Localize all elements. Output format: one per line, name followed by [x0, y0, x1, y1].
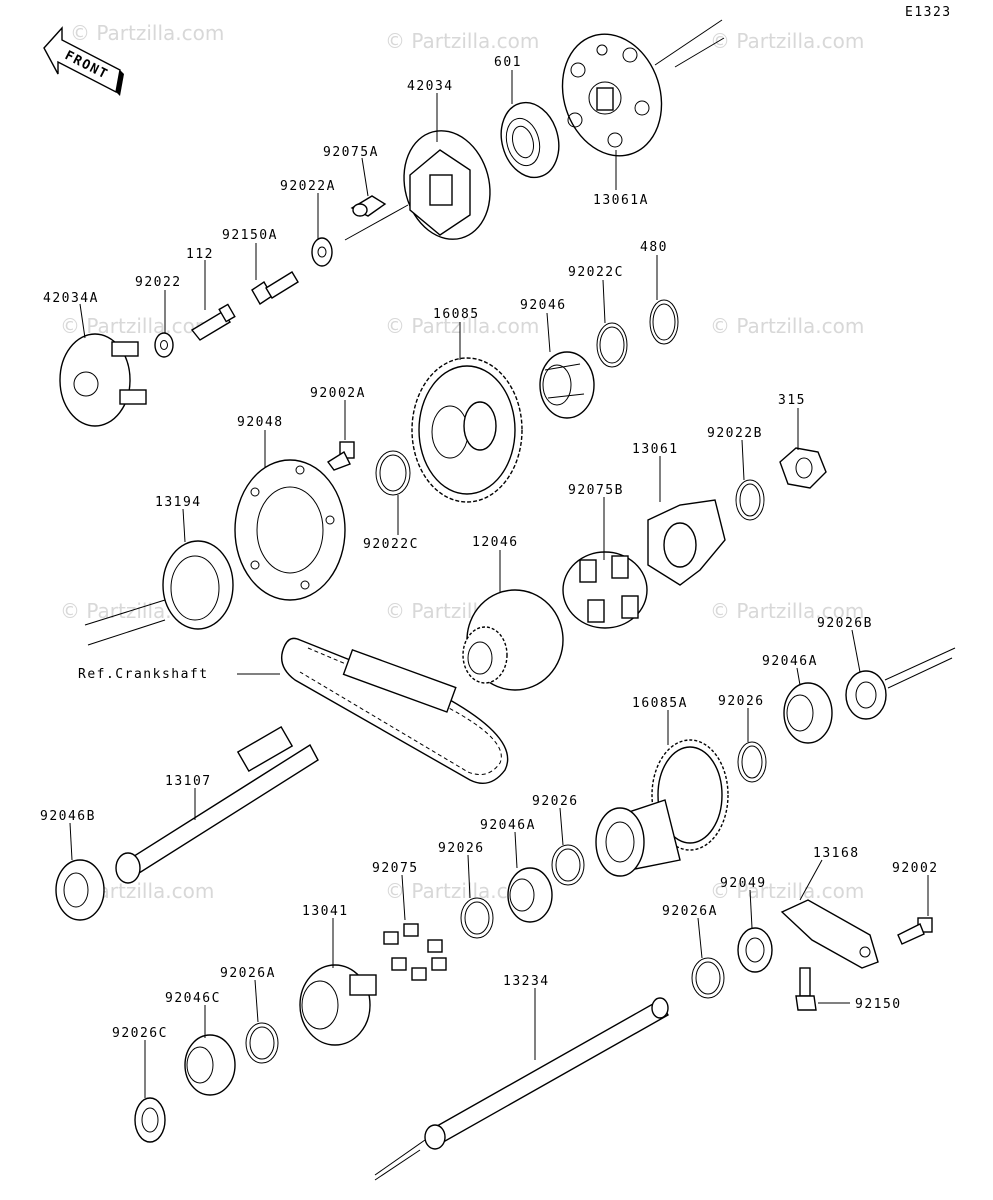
label-92022C-b[interactable]: 92022C	[363, 537, 419, 552]
part-601-bearing	[500, 101, 560, 179]
part-92026C-washer	[134, 1097, 166, 1143]
part-92049-seal	[737, 927, 773, 973]
part-92026B-washer	[845, 647, 956, 720]
part-92022-washer	[154, 332, 174, 358]
label-601[interactable]: 601	[494, 55, 522, 70]
label-92026C[interactable]: 92026C	[112, 1026, 168, 1041]
part-92150A-bolt	[251, 271, 299, 305]
part-92002-bolt	[897, 917, 933, 945]
part-42034-pulley	[403, 130, 491, 240]
label-92049[interactable]: 92049	[720, 876, 767, 891]
watermark-text: © Partzilla.com	[710, 29, 864, 53]
label-92150[interactable]: 92150	[855, 997, 902, 1012]
label-13234[interactable]: 13234	[503, 974, 550, 989]
figure-code: E1323	[905, 5, 952, 20]
part-480-circlip	[649, 299, 679, 345]
watermarks: © Partzilla.com © Partzilla.com © Partzi…	[60, 21, 864, 903]
part-92022C-ring-b	[375, 450, 411, 496]
label-13041[interactable]: 13041	[302, 904, 349, 919]
part-92026A-ring-b	[245, 1022, 279, 1064]
part-92026-ring-b	[551, 844, 585, 886]
leader-lines	[69, 70, 929, 1098]
part-labels: 42034 601 92075A 92022A 92150A 112 92022…	[40, 55, 939, 1041]
label-16085A[interactable]: 16085A	[632, 696, 688, 711]
label-92046B[interactable]: 92046B	[40, 809, 96, 824]
ref-crankshaft-label: Ref.Crankshaft	[78, 667, 209, 682]
label-13194[interactable]: 13194	[155, 495, 202, 510]
part-13168-lever	[780, 899, 879, 969]
part-92022B-ring	[735, 479, 765, 521]
part-92046C-bearing	[184, 1034, 236, 1096]
part-92046A-bearing-b	[507, 867, 553, 923]
part-112-bolt	[190, 303, 236, 341]
label-92046A-b[interactable]: 92046A	[480, 818, 536, 833]
label-92046A[interactable]: 92046A	[762, 654, 818, 669]
part-13061-hub	[647, 499, 726, 586]
part-92022A-washer	[311, 237, 333, 267]
part-92046A-bearing	[783, 682, 833, 744]
part-92026-ring	[737, 741, 767, 783]
label-92022C[interactable]: 92022C	[568, 265, 624, 280]
watermark-text: © Partzilla.com	[385, 314, 539, 338]
label-16085[interactable]: 16085	[433, 307, 480, 322]
part-16085A-gear	[595, 739, 729, 877]
part-13061A-flange	[561, 19, 725, 157]
label-12046[interactable]: 12046	[472, 535, 519, 550]
label-13107[interactable]: 13107	[165, 774, 212, 789]
label-92002[interactable]: 92002	[892, 861, 939, 876]
part-92026A-ring	[691, 957, 725, 999]
part-92075-rubbers	[383, 923, 447, 981]
watermark-text: © Partzilla.com	[710, 879, 864, 903]
label-480[interactable]: 480	[640, 240, 668, 255]
part-42034A-sheave	[59, 333, 147, 427]
part-92075B-damper	[562, 551, 648, 629]
label-13061[interactable]: 13061	[632, 442, 679, 457]
label-92026A-b[interactable]: 92026A	[220, 966, 276, 981]
part-13234-shaft	[374, 997, 669, 1181]
watermark-text: © Partzilla.com	[710, 314, 864, 338]
label-92026-b[interactable]: 92026	[532, 794, 579, 809]
label-42034A[interactable]: 42034A	[43, 291, 99, 306]
label-92022B[interactable]: 92022B	[707, 426, 763, 441]
label-92026[interactable]: 92026	[718, 694, 765, 709]
label-92075[interactable]: 92075	[372, 861, 419, 876]
label-92022[interactable]: 92022	[135, 275, 182, 290]
label-315[interactable]: 315	[778, 393, 806, 408]
watermark-text: © Partzilla.com	[385, 29, 539, 53]
part-92048-plate	[234, 459, 346, 601]
part-92026-ring-c	[460, 897, 494, 939]
part-92022C-ring	[596, 322, 628, 368]
label-92075B[interactable]: 92075B	[568, 483, 624, 498]
label-13168[interactable]: 13168	[813, 846, 860, 861]
label-13061A[interactable]: 13061A	[593, 193, 649, 208]
watermark-text: © Partzilla.com	[710, 599, 864, 623]
watermark-text: © Partzilla.com	[60, 314, 214, 338]
label-92026B[interactable]: 92026B	[817, 616, 873, 631]
part-315-nut	[779, 447, 827, 489]
label-112[interactable]: 112	[186, 247, 214, 262]
label-42034[interactable]: 42034	[407, 79, 454, 94]
part-12046-sprocket	[462, 589, 564, 691]
watermark-text: © Partzilla.com	[70, 21, 224, 45]
label-92048[interactable]: 92048	[237, 415, 284, 430]
label-92075A[interactable]: 92075A	[323, 145, 379, 160]
label-92046[interactable]: 92046	[520, 298, 567, 313]
label-92022A[interactable]: 92022A	[280, 179, 336, 194]
part-16085-gear	[411, 357, 523, 503]
part-92002A-bolt	[326, 441, 355, 471]
part-92075A	[350, 195, 387, 217]
label-92046C[interactable]: 92046C	[165, 991, 221, 1006]
label-92026-c[interactable]: 92026	[438, 841, 485, 856]
part-13107-shaft	[115, 726, 319, 884]
part-drive-chain	[281, 637, 509, 784]
part-92046-bearing	[539, 351, 595, 419]
part-13194-bearing	[84, 540, 234, 646]
label-92150A[interactable]: 92150A	[222, 228, 278, 243]
part-92046B-bearing	[55, 859, 105, 921]
part-92150-bolt	[795, 967, 817, 1011]
label-92026A[interactable]: 92026A	[662, 904, 718, 919]
part-13041-collar	[299, 964, 377, 1046]
label-92002A[interactable]: 92002A	[310, 386, 366, 401]
